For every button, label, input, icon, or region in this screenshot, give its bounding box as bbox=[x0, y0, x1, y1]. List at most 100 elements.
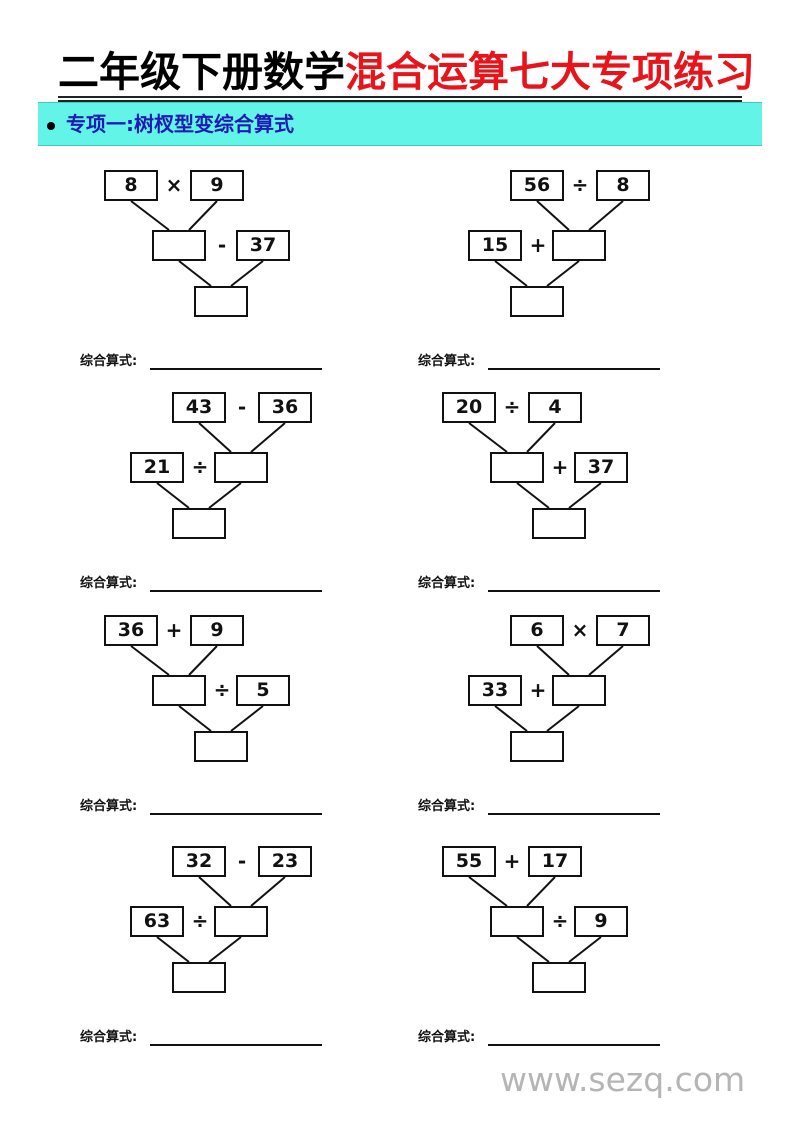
operator-sign: + bbox=[551, 455, 569, 479]
answer-box-intermediate[interactable] bbox=[214, 452, 268, 483]
answer-box-final[interactable] bbox=[510, 286, 564, 317]
combined-expression-label: 综合算式: bbox=[80, 1030, 138, 1045]
number-box: 8 bbox=[104, 170, 158, 201]
connector-lines bbox=[494, 200, 624, 287]
number-box: 20 bbox=[442, 392, 496, 423]
branch-line-right bbox=[526, 876, 556, 907]
answer-box-final[interactable] bbox=[194, 731, 248, 762]
branch-line-right bbox=[568, 482, 602, 509]
answer-box-intermediate[interactable] bbox=[552, 675, 606, 706]
number-box: 21 bbox=[130, 452, 184, 483]
number-box: 6 bbox=[510, 615, 564, 646]
combined-expression-row: 综合算式: bbox=[418, 348, 668, 376]
combined-expression-row: 综合算式: bbox=[80, 348, 330, 376]
number-box: 37 bbox=[574, 452, 628, 483]
branch-line-left bbox=[536, 645, 570, 676]
combined-expression-label: 综合算式: bbox=[418, 576, 476, 591]
answer-box-intermediate[interactable] bbox=[552, 230, 606, 261]
combined-expression-row: 综合算式: bbox=[418, 570, 668, 598]
branch-line-left bbox=[536, 200, 570, 231]
number-box: 23 bbox=[258, 846, 312, 877]
combined-expression-blank[interactable] bbox=[150, 590, 322, 592]
answer-box-final[interactable] bbox=[532, 962, 586, 993]
section-banner: 专项一:树杈型变综合算式 bbox=[38, 102, 762, 146]
bullet-icon bbox=[47, 122, 55, 130]
combined-expression-blank[interactable] bbox=[488, 590, 660, 592]
answer-box-final[interactable] bbox=[510, 731, 564, 762]
combined-expression-label: 综合算式: bbox=[418, 354, 476, 369]
connector-lines bbox=[468, 876, 602, 963]
answer-box-intermediate[interactable] bbox=[490, 452, 544, 483]
number-box: 15 bbox=[468, 230, 522, 261]
answer-box-final[interactable] bbox=[172, 962, 226, 993]
operator-sign: + bbox=[165, 618, 183, 642]
operator-sign: + bbox=[529, 233, 547, 257]
number-box: 5 bbox=[236, 675, 290, 706]
branch-line-right bbox=[208, 936, 242, 963]
branch-line-right bbox=[546, 260, 580, 287]
branch-line-right bbox=[526, 422, 556, 453]
operator-sign: - bbox=[237, 395, 247, 419]
branch-line-right bbox=[188, 200, 218, 231]
answer-box-intermediate[interactable] bbox=[214, 906, 268, 937]
branch-line-left bbox=[198, 876, 232, 907]
combined-expression-label: 综合算式: bbox=[80, 576, 138, 591]
number-box: 9 bbox=[574, 906, 628, 937]
operator-sign: ÷ bbox=[213, 678, 231, 702]
combined-expression-label: 综合算式: bbox=[418, 799, 476, 814]
title-underline-2 bbox=[58, 100, 742, 102]
operator-sign: - bbox=[217, 233, 227, 257]
combined-expression-blank[interactable] bbox=[150, 368, 322, 370]
title-underline bbox=[58, 96, 742, 98]
combined-expression-blank[interactable] bbox=[488, 1044, 660, 1046]
combined-expression-row: 综合算式: bbox=[80, 1024, 330, 1052]
answer-box-intermediate[interactable] bbox=[490, 906, 544, 937]
combined-expression-label: 综合算式: bbox=[80, 799, 138, 814]
combined-expression-label: 综合算式: bbox=[418, 1030, 476, 1045]
answer-box-intermediate[interactable] bbox=[152, 230, 206, 261]
title-grade: 二年级下册数学 bbox=[58, 48, 345, 96]
branch-line-right bbox=[568, 936, 602, 963]
combined-expression-row: 综合算式: bbox=[80, 793, 330, 821]
answer-box-final[interactable] bbox=[194, 286, 248, 317]
branch-line-left bbox=[516, 936, 550, 963]
number-box: 36 bbox=[104, 615, 158, 646]
combined-expression-blank[interactable] bbox=[150, 1044, 322, 1046]
answer-box-final[interactable] bbox=[532, 508, 586, 539]
branch-line-left bbox=[156, 482, 190, 509]
answer-box-intermediate[interactable] bbox=[152, 675, 206, 706]
connector-lines bbox=[156, 422, 286, 509]
branch-line-right bbox=[588, 645, 624, 676]
branch-line-left bbox=[130, 645, 170, 676]
branch-line-left bbox=[468, 422, 508, 453]
operator-sign: + bbox=[529, 678, 547, 702]
number-box: 37 bbox=[236, 230, 290, 261]
combined-expression-blank[interactable] bbox=[150, 813, 322, 815]
branch-line-left bbox=[178, 260, 212, 287]
branch-line-right bbox=[188, 645, 218, 676]
number-box: 7 bbox=[596, 615, 650, 646]
operator-sign: ÷ bbox=[503, 395, 521, 419]
combined-expression-row: 综合算式: bbox=[80, 570, 330, 598]
operator-sign: ÷ bbox=[571, 173, 589, 197]
connector-lines bbox=[130, 200, 264, 287]
combined-expression-blank[interactable] bbox=[488, 813, 660, 815]
branch-line-left bbox=[198, 422, 232, 453]
page-title: 二年级下册数学混合运算七大专项练习 bbox=[58, 44, 758, 100]
combined-expression-blank[interactable] bbox=[488, 368, 660, 370]
operator-sign: + bbox=[503, 849, 521, 873]
branch-line-left bbox=[468, 876, 508, 907]
combined-expression-row: 综合算式: bbox=[418, 793, 668, 821]
branch-line-left bbox=[494, 705, 528, 732]
number-box: 32 bbox=[172, 846, 226, 877]
title-topic: 混合运算七大专项练习 bbox=[345, 48, 755, 96]
answer-box-final[interactable] bbox=[172, 508, 226, 539]
watermark: www.sezq.com bbox=[500, 1060, 746, 1099]
operator-sign: ÷ bbox=[551, 909, 569, 933]
operator-sign: × bbox=[571, 618, 589, 642]
